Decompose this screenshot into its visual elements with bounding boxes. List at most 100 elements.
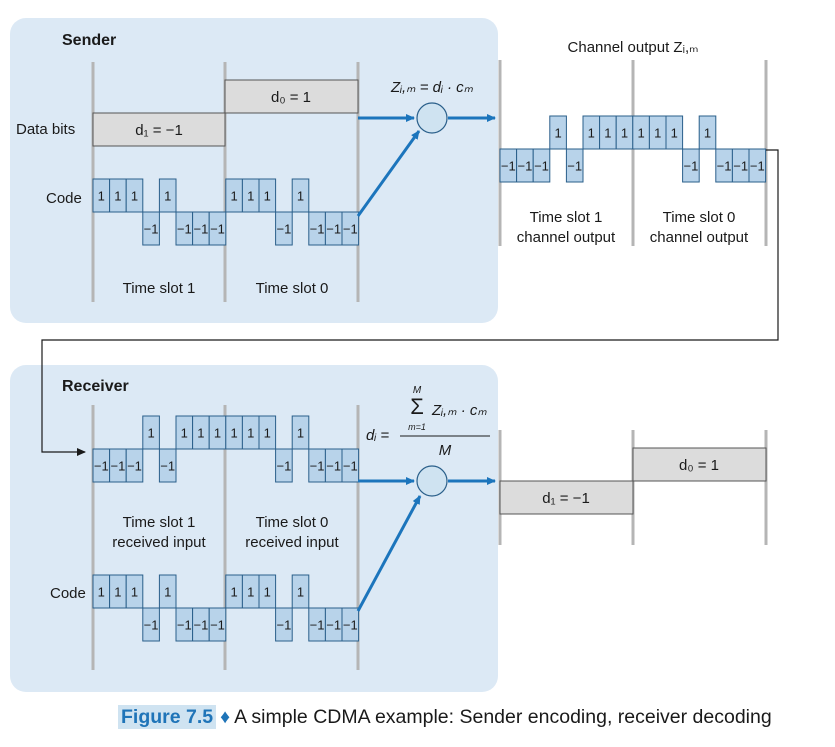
receiver-code-chip	[275, 607, 293, 642]
receiver-input-chip	[158, 448, 177, 483]
sender-code-arrow	[356, 130, 421, 217]
sender-code-chip-label: 1	[230, 189, 237, 204]
receiver-code-chip-label: −1	[326, 618, 341, 633]
channel-chip-label: −1	[717, 159, 732, 174]
receiver-input-chip	[291, 415, 310, 450]
receiver-input-chip-label: −1	[94, 459, 109, 474]
sender-code-chip	[291, 178, 310, 213]
receiver-code-chip	[142, 607, 160, 642]
sender-d1-box	[92, 112, 226, 147]
channel-chip	[665, 115, 684, 150]
sender-code-chip	[125, 178, 144, 213]
channel-chip-label: 1	[554, 126, 561, 141]
receiver-code-chip-label: −1	[310, 618, 325, 633]
channel-chip-label: −1	[567, 159, 582, 174]
receiver-slot0-line2: received input	[245, 534, 339, 551]
figure-caption: Figure 7.5♦A simple CDMA example: Sender…	[118, 705, 828, 738]
receiver-code-chip-label: 1	[98, 585, 105, 600]
receiver-input-chip-label: 1	[247, 426, 254, 441]
receiver-slot1-line1: Time slot 1	[123, 514, 196, 531]
receiver-input-chip-label: 1	[197, 426, 204, 441]
sender-code-chip-label: −1	[193, 222, 208, 237]
receiver-input-chip-label: −1	[310, 459, 325, 474]
caption-diamond-icon: ♦	[220, 706, 231, 728]
receiver-slot1-line2: received input	[112, 534, 206, 551]
receiver-input-chip-label: −1	[110, 459, 125, 474]
receiver-code-chip-label: −1	[144, 618, 159, 633]
sender-code-chip-label: −1	[310, 222, 325, 237]
receiver-input-chip-label: 1	[297, 426, 304, 441]
receiver-code-chip-label: −1	[276, 618, 291, 633]
decode-sum-symbol: Σ	[410, 394, 424, 419]
receiver-code-chip	[125, 574, 144, 609]
sender-code-chip-label: −1	[343, 222, 358, 237]
sender-code-chip-label: −1	[326, 222, 341, 237]
channel-chip-label: 1	[637, 126, 644, 141]
receiver-code-arrow	[356, 495, 422, 612]
receiver-code-chip-label: 1	[131, 585, 138, 600]
receiver-input-chip	[125, 448, 144, 483]
receiver-code-chip-label: −1	[193, 618, 208, 633]
channel-chip-label: 1	[604, 126, 611, 141]
sender-code-chip	[208, 211, 227, 246]
sender-code-chip-label: 1	[164, 189, 171, 204]
receiver-code-chip	[258, 574, 277, 609]
sender-d1-label: d₁ = −1	[135, 122, 183, 139]
sender-d0-label: d₀ = 1	[271, 89, 311, 106]
sender-code-chip-label: 1	[131, 189, 138, 204]
channel-slot1-line2: channel output	[517, 229, 616, 246]
decode-sum-bottom: m=1	[408, 422, 426, 432]
channel-title: Channel output Zᵢ,ₘ	[568, 39, 699, 56]
sender-code-chip-label: −1	[276, 222, 291, 237]
channel-chip-label: 1	[654, 126, 661, 141]
receiver-multiplier	[416, 465, 448, 497]
sender-code-chip	[158, 178, 177, 213]
decode-sum-top: M	[413, 385, 422, 396]
receiver-code-chip-label: −1	[210, 618, 225, 633]
sender-code-chip-label: 1	[264, 189, 271, 204]
receiver-code-chip-label: 1	[247, 585, 254, 600]
sender-code-chip-label: −1	[177, 222, 192, 237]
receiver-code-chip-label: −1	[177, 618, 192, 633]
channel-slot1-line1: Time slot 1	[530, 209, 603, 226]
decode-numerator: Zᵢ,ₘ · cₘ	[431, 402, 487, 419]
receiver-code-chip-label: 1	[114, 585, 121, 600]
channel-chip-label: −1	[501, 159, 516, 174]
receiver-title: Receiver	[62, 378, 129, 395]
receiver-input-chip	[275, 448, 293, 483]
receiver-input-chip-label: 1	[214, 426, 221, 441]
decode-denominator: M	[439, 442, 452, 459]
receiver-code-chip	[208, 607, 227, 642]
receiver-input-chip-label: 1	[264, 426, 271, 441]
channel-chip-label: −1	[750, 159, 765, 174]
receiver-input-chip-label: −1	[326, 459, 341, 474]
channel-chip-label: −1	[517, 159, 532, 174]
sender-code-chip-label: 1	[297, 189, 304, 204]
sender-slot0-label: Time slot 0	[256, 280, 329, 297]
receiver-input-chip	[142, 415, 160, 450]
receiver-code-chip-label: 1	[164, 585, 171, 600]
receiver-input-chip-label: 1	[147, 426, 154, 441]
channel-chip-label: −1	[534, 159, 549, 174]
decoded-d0-box	[632, 447, 767, 482]
sender-title: Sender	[62, 32, 116, 49]
channel-slot0-line1: Time slot 0	[663, 209, 736, 226]
sender-panel	[10, 18, 498, 323]
channel-chip-label: 1	[588, 126, 595, 141]
receiver-input-chip-label: −1	[276, 459, 291, 474]
receiver-input-chip-label: −1	[343, 459, 358, 474]
channel-chip	[532, 148, 551, 183]
channel-chip	[549, 115, 567, 150]
decode-formula: dᵢ = M Σ m=1 Zᵢ,ₘ · cₘ M	[366, 385, 490, 459]
sender-multiplier	[416, 102, 448, 134]
receiver-input-chip-label: 1	[181, 426, 188, 441]
receiver-input-chip-label: −1	[127, 459, 142, 474]
sender-code-chip-label: 1	[247, 189, 254, 204]
channel-chip-label: −1	[683, 159, 698, 174]
decoded-d1-label: d₁ = −1	[542, 490, 590, 507]
